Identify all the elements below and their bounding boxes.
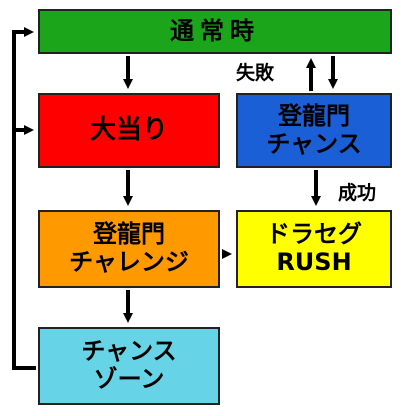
arrow-zone-to-normal — [12, 27, 36, 370]
node-chance-label-line1: 登龍門 — [278, 101, 350, 130]
node-chance-label-line2: チャンス — [266, 129, 362, 158]
node-jackpot: 大当り — [38, 93, 220, 168]
node-challenge-label-line2: チャレンジ — [69, 248, 189, 276]
node-jackpot-label: 大当り — [89, 114, 168, 145]
node-challenge-label-line1: 登龍門 — [92, 220, 165, 249]
node-normal-label: 通常時 — [170, 16, 260, 45]
node-normal: 通常時 — [38, 9, 392, 54]
node-chance-zone: チャンス ゾーン — [38, 327, 220, 405]
edge-label-success: 成功 — [338, 182, 377, 204]
node-dragon-gate-chance: 登龍門 チャンス — [236, 93, 392, 168]
node-dragon-gate-challenge: 登龍門 チャレンジ — [38, 210, 220, 288]
node-dorasegu-rush: ドラセグ RUSH — [236, 210, 392, 288]
node-rush-label-line1: ドラセグ — [266, 220, 362, 249]
node-zone-label-line1: チャンス — [81, 337, 177, 366]
edge-label-fail: 失敗 — [236, 62, 275, 84]
node-zone-label-line2: ゾーン — [93, 365, 165, 393]
node-rush-label-line2: RUSH — [276, 248, 352, 276]
